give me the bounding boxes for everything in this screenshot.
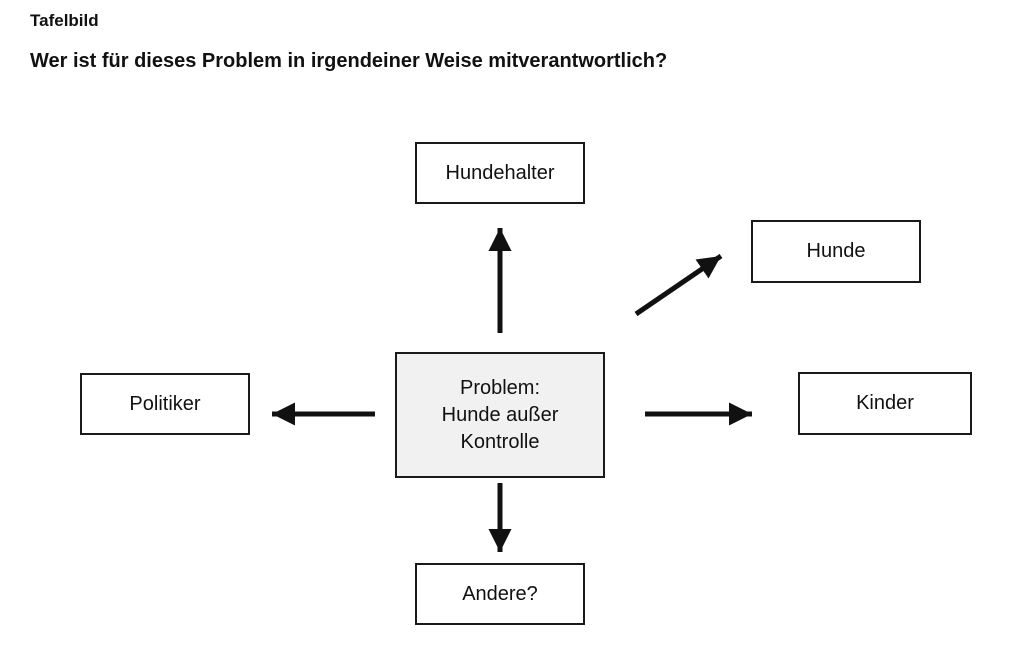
problem-line: Hunde außer [441,403,559,426]
node-label: Politiker [129,392,201,415]
node-label: Andere? [462,582,538,605]
node-andere: Andere? [415,563,585,625]
node-hundehalter: Hundehalter [415,142,585,204]
node-problem-center: Problem: Hunde außer Kontrolle [395,352,605,478]
problem-line: Kontrolle [460,430,540,453]
problem-line: Problem: [459,376,541,399]
node-label: Hundehalter [445,161,555,184]
node-label: Kinder [856,392,914,414]
arrow-to-hunde [634,253,723,317]
node-kinder: Kinder [798,372,972,435]
node-politiker: Politiker [80,373,250,435]
page-header: Tafelbild Wer ist für dieses Problem in … [30,10,990,73]
node-hunde: Hunde [751,220,921,283]
question-heading: Wer ist für dieses Problem in irgendeine… [30,50,668,72]
node-label: Hunde [806,240,866,262]
page-title: Tafelbild [30,11,99,30]
